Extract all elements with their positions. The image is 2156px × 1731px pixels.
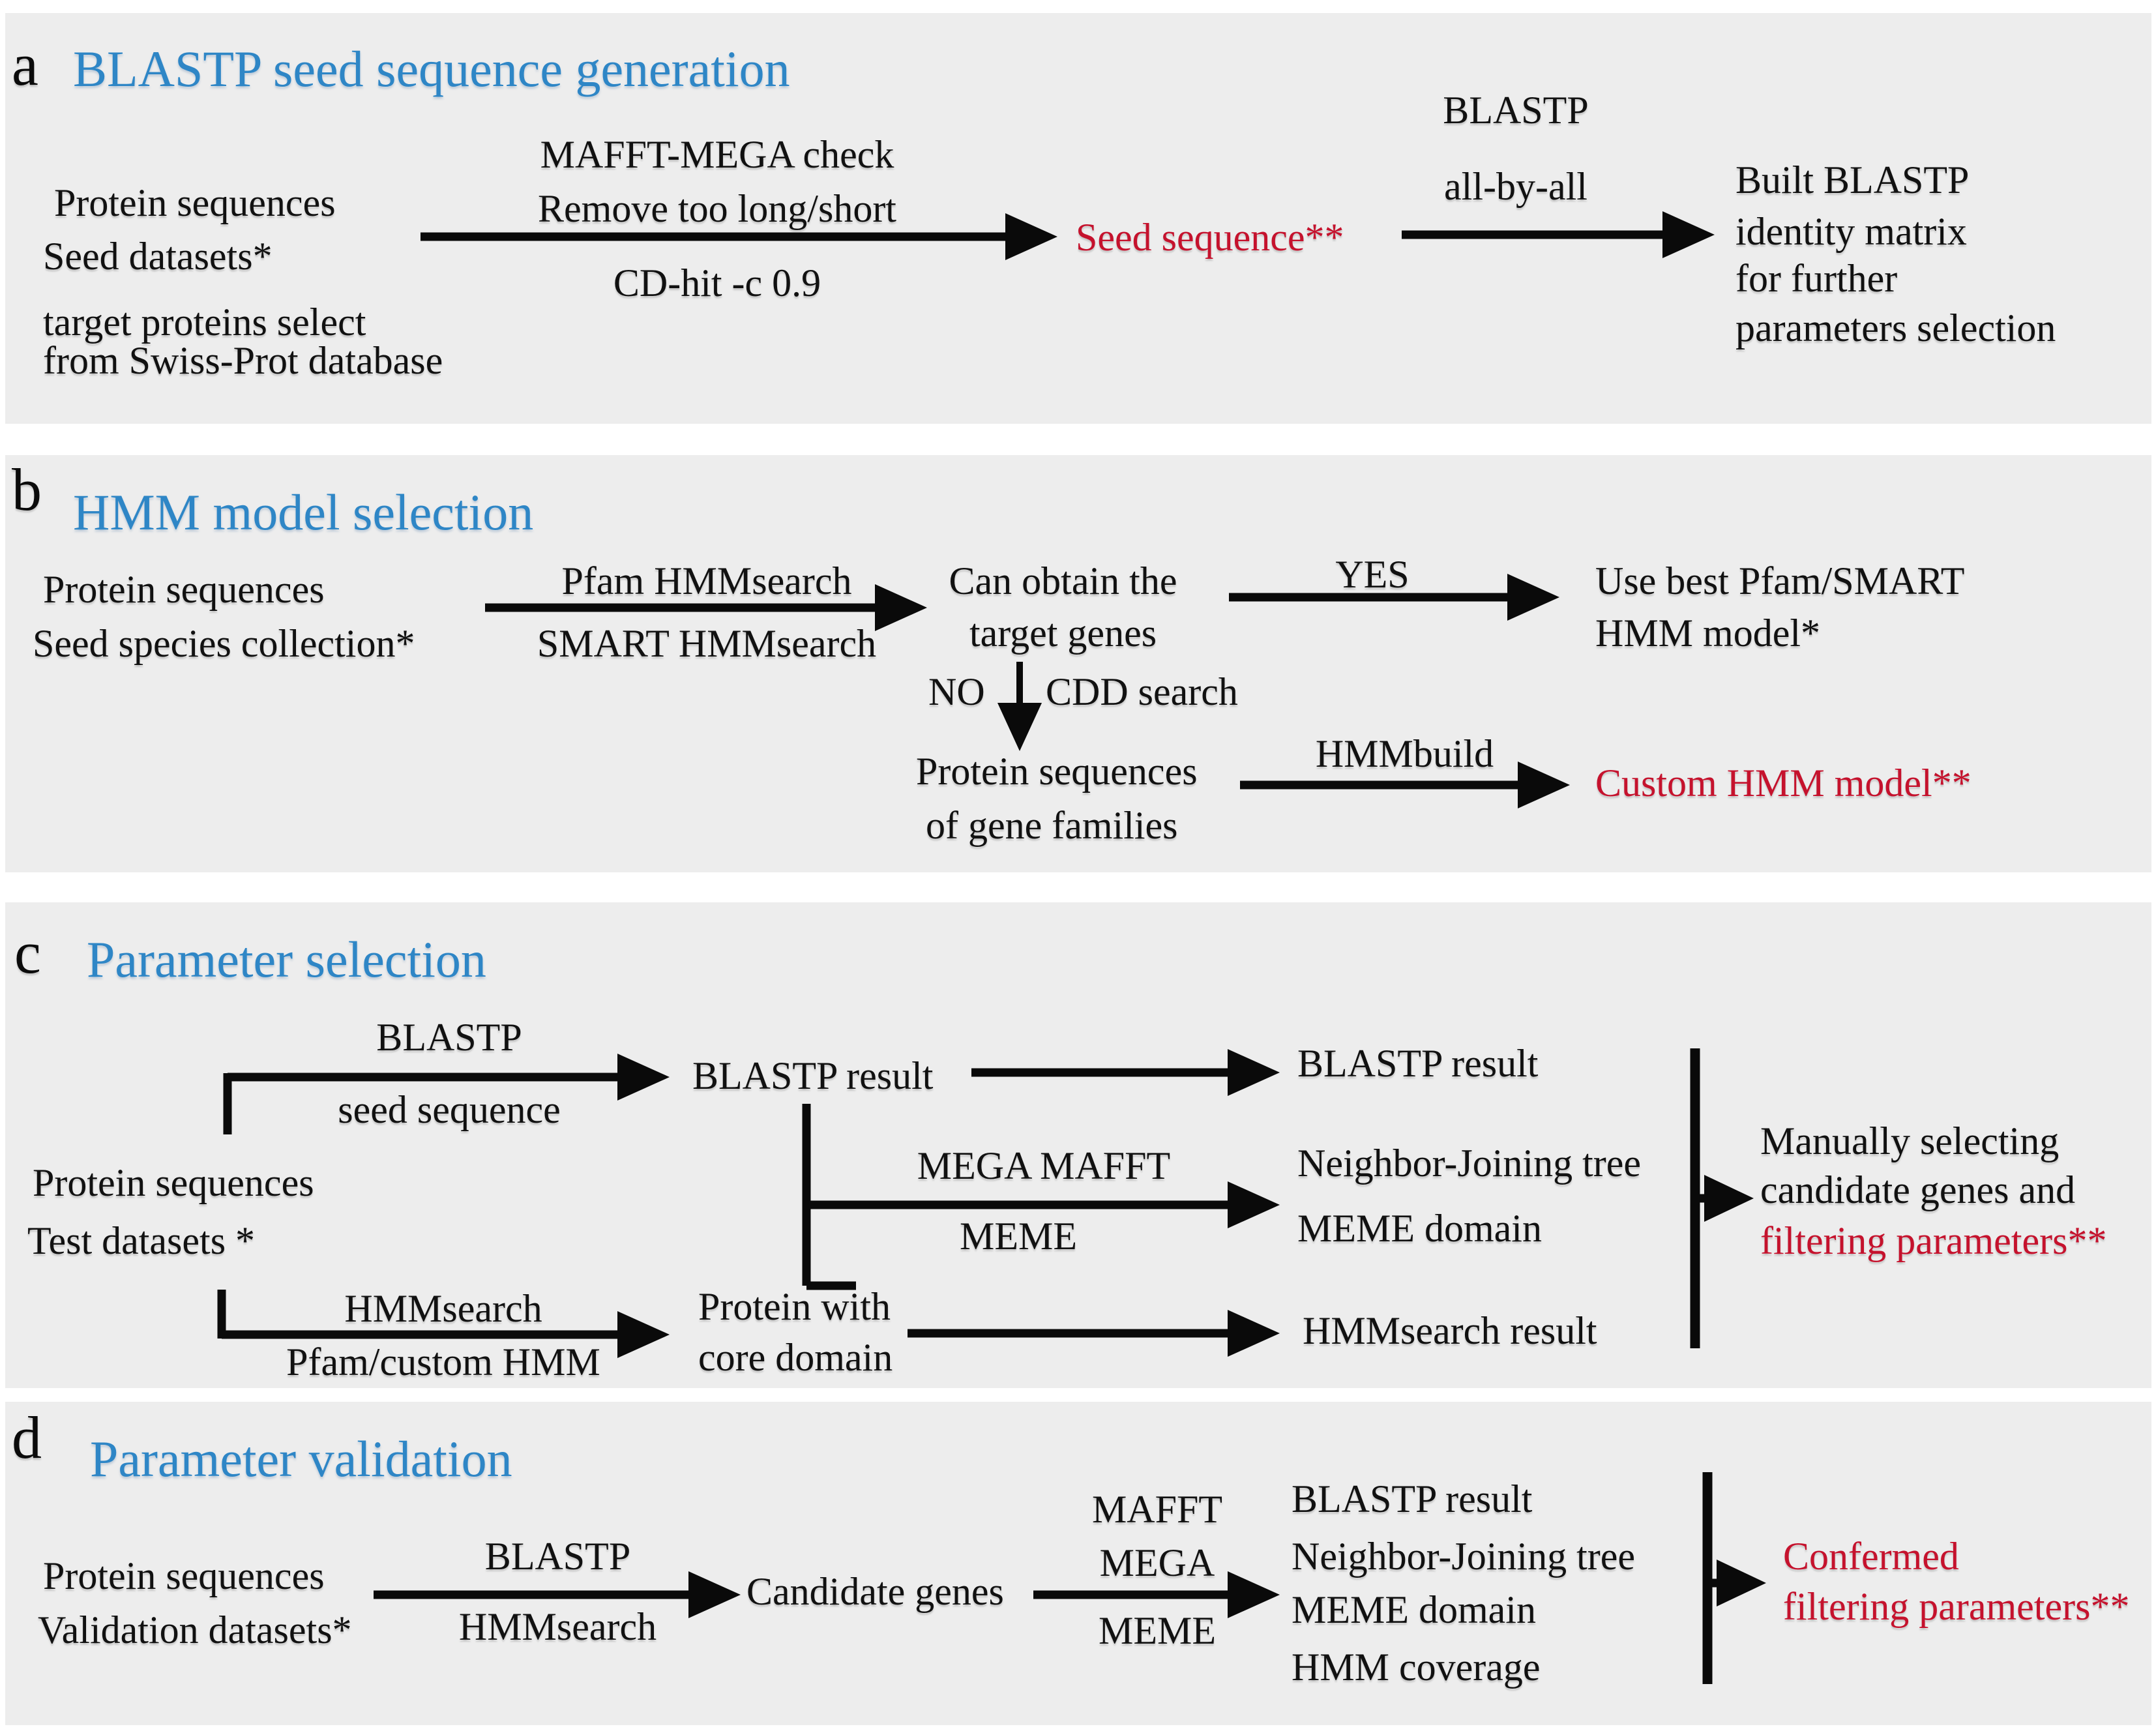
arrow-a-all-by-all <box>1402 211 1715 258</box>
arrow-b-yes <box>1229 574 1559 621</box>
panel-c-background <box>5 902 2151 1388</box>
c-out-nj-tree: Neighbor-Joining tree <box>1297 1142 1641 1185</box>
c-blastp-result: BLASTP result <box>692 1054 934 1097</box>
a-input-line2: Seed datasets* <box>43 235 273 278</box>
b-hmmbuild-label: HMMbuild <box>1315 732 1494 775</box>
panel-d-title: Parameter validation <box>90 1430 512 1487</box>
d-check-line3: MEME domain <box>1292 1588 1536 1631</box>
c-mid-label-below: MEME <box>960 1215 1077 1258</box>
arrow-b-hmmsearch <box>485 584 927 631</box>
arrow-c-blastp-branch <box>223 1054 670 1134</box>
a-step1-label-3: CD-hit -c 0.9 <box>613 261 821 304</box>
connector-c-vertical <box>802 1104 856 1290</box>
panel-a-title: BLASTP seed sequence generation <box>73 40 790 97</box>
d-candidate-genes: Candidate genes <box>746 1570 1004 1613</box>
panel-c-letter: c <box>14 919 41 986</box>
arrow-c-hmm-branch <box>217 1290 670 1358</box>
arrow-b-no-down <box>997 662 1042 751</box>
b-yes-result-line1: Use best Pfam/SMART <box>1595 559 1965 602</box>
arrow-c-tree-meme <box>806 1181 1280 1228</box>
a-input-line1: Protein sequences <box>54 181 336 224</box>
b-no-result-line2: of gene families <box>926 804 1178 847</box>
d-input-line1: Protein sequences <box>43 1554 325 1597</box>
d-step1-label-below: HMMsearch <box>458 1605 657 1648</box>
c-final-line1: Manually selecting <box>1760 1119 2060 1162</box>
a-output-line4: parameters selection <box>1735 306 2056 349</box>
c-input-line2: Test datasets * <box>27 1219 256 1262</box>
c-input-line1: Protein sequences <box>33 1161 314 1204</box>
b-yes-label: YES <box>1335 553 1410 596</box>
panel-b-background <box>5 455 2151 872</box>
b-yes-result-line2: HMM model* <box>1595 612 1820 655</box>
b-step1-label-above: Pfam HMMsearch <box>561 559 852 602</box>
d-step2-label-mega: MEGA <box>1099 1541 1215 1584</box>
panel-d-background <box>5 1402 2151 1725</box>
panel-d-letter: d <box>12 1404 42 1471</box>
arrow-c-manual-selection <box>1695 1175 1754 1222</box>
arrow-b-hmmbuild <box>1240 762 1570 808</box>
a-input-line3: target proteins select <box>43 301 366 344</box>
d-step2-label-meme: MEME <box>1099 1609 1216 1652</box>
d-check-line1: BLASTP result <box>1292 1477 1533 1520</box>
b-no-result-line1: Protein sequences <box>916 750 1198 793</box>
d-confirmed-line1: Confermed <box>1783 1535 1959 1578</box>
b-decision-line2: target genes <box>969 612 1157 655</box>
panel-b-title: HMM model selection <box>73 484 534 540</box>
panel-a-letter: a <box>12 31 38 98</box>
arrow-c-blastp-result <box>971 1049 1280 1096</box>
panel-b-letter: b <box>12 456 42 523</box>
d-check-line2: Neighbor-Joining tree <box>1292 1535 1635 1578</box>
arrow-c-hmmsearch-result <box>908 1310 1280 1357</box>
b-input-line2: Seed species collection* <box>33 622 415 665</box>
a-output-line2: identity matrix <box>1735 210 1967 253</box>
c-out-meme-domain: MEME domain <box>1297 1207 1542 1250</box>
c-hmm-branch-above: HMMsearch <box>344 1287 542 1330</box>
b-cdd-search: CDD search <box>1046 670 1238 713</box>
d-check-line4: HMM coverage <box>1292 1646 1541 1689</box>
c-mid-label-above: MEGA MAFFT <box>917 1144 1171 1187</box>
arrow-d-candidate <box>374 1571 741 1618</box>
a-step2-label-2: all-by-all <box>1444 165 1587 208</box>
d-step1-label-above: BLASTP <box>484 1535 631 1578</box>
arrow-d-validation <box>1033 1571 1280 1618</box>
b-step1-label-below: SMART HMMsearch <box>537 622 877 665</box>
c-hmm-branch-below: Pfam/custom HMM <box>286 1340 600 1383</box>
b-no-label: NO <box>928 670 985 713</box>
arrow-d-confirmed <box>1707 1560 1766 1606</box>
a-seed-sequence: Seed sequence** <box>1076 216 1344 259</box>
d-step2-label-mafft: MAFFT <box>1091 1488 1223 1531</box>
c-blastp-branch-below: seed sequence <box>338 1088 561 1131</box>
a-input-line4: from Swiss-Prot database <box>43 339 443 382</box>
c-final-line2: candidate genes and <box>1760 1168 2076 1211</box>
a-output-line3: for further <box>1735 257 1898 300</box>
c-protein-core-line2: core domain <box>698 1336 893 1379</box>
d-confirmed-line2: filtering parameters** <box>1783 1585 2130 1628</box>
c-blastp-branch-above: BLASTP <box>376 1016 522 1059</box>
panel-c-title: Parameter selection <box>87 931 486 988</box>
b-custom-hmm-model: Custom HMM model** <box>1595 762 1971 805</box>
b-decision-line1: Can obtain the <box>949 559 1177 602</box>
a-step1-label-1: MAFFT-MEGA check <box>540 133 894 176</box>
arrow-a-seed-generation <box>421 213 1057 260</box>
panel-a-background <box>5 13 2151 424</box>
c-out-blastp-result: BLASTP result <box>1297 1042 1539 1085</box>
a-output-line1: Built BLASTP <box>1735 158 1970 201</box>
d-input-line2: Validation datasets* <box>38 1608 352 1651</box>
a-step1-label-2: Remove too long/short <box>538 187 896 230</box>
a-step2-label-1: BLASTP <box>1443 89 1589 132</box>
b-input-line1: Protein sequences <box>43 568 325 611</box>
c-final-filtering-parameters: filtering parameters** <box>1760 1219 2107 1262</box>
c-protein-core-line1: Protein with <box>698 1285 891 1328</box>
c-out-hmmsearch-result: HMMsearch result <box>1303 1309 1597 1352</box>
